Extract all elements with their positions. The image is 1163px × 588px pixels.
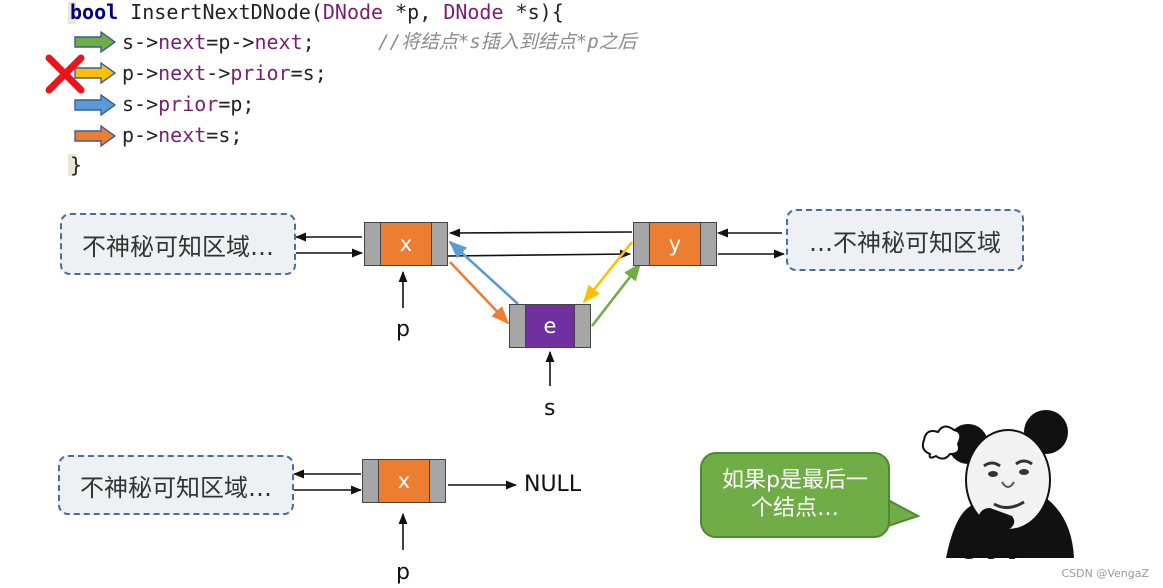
pointer-s-label: s [544, 396, 556, 421]
keyword-bool: bool [70, 0, 119, 24]
pointer-p-label-2: p [396, 560, 410, 585]
green-arrow-icon [74, 31, 116, 53]
unknown-region-left-2: 不神秘可知区域… [58, 455, 294, 515]
brace-highlight [68, 154, 76, 176]
arrow-y-prior-to-s [582, 241, 634, 304]
code-line-1: s->next=p->next; [122, 30, 315, 54]
pointer-p-label: p [396, 317, 410, 342]
node-e-next-field [574, 304, 591, 348]
speech-bubble-text: 如果p是最后一个结点… [722, 468, 868, 521]
code-line-3: s->prior=p; [122, 92, 255, 116]
blue-arrow-icon [74, 94, 116, 116]
node-x: x [364, 222, 448, 266]
speech-bubble: 如果p是最后一个结点… [700, 452, 890, 538]
arrow-y-prior-to-x [448, 228, 633, 238]
node-e-data: e [526, 304, 574, 348]
watermark: CSDN @VengaZ [1061, 567, 1149, 580]
arrow-p-next-to-s [449, 261, 510, 325]
node-x-last-prior-field [362, 459, 379, 503]
unknown-region-left: 不神秘可知区域… [60, 213, 296, 275]
brace-highlight [68, 2, 76, 24]
node-x-next-field [431, 222, 448, 266]
function-signature: bool InsertNextDNode(DNode *p, DNode *s)… [70, 0, 564, 24]
yellow-arrow-icon [74, 62, 116, 84]
node-x-last: x [362, 459, 446, 503]
node-y-next-field [700, 222, 717, 266]
thinking-panda-meme-icon [921, 410, 1074, 558]
node-e-prior-field [509, 304, 526, 348]
node-y-prior-field [633, 222, 650, 266]
unknown-region-right: …不神秘可知区域 [786, 209, 1024, 271]
code-block: bool InsertNextDNode(DNode *p, DNode *s)… [0, 0, 720, 185]
red-cross-icon [45, 54, 85, 94]
meme-caption: 思考考 [958, 538, 1021, 562]
code-line-2: p->next->prior=s; [122, 61, 327, 85]
orange-arrow-icon [74, 125, 116, 147]
arrow-s-prior-to-p [448, 240, 519, 305]
null-label: NULL [524, 472, 582, 497]
closing-brace: } [70, 153, 83, 177]
arrow-x-next-to-y [447, 249, 632, 259]
node-x-last-data: x [379, 459, 429, 503]
node-x-prior-field [364, 222, 381, 266]
arrow-s-next-to-y [590, 262, 642, 327]
code-comment: //将结点*s插入到结点*p之后 [378, 31, 637, 53]
node-x-data: x [381, 222, 431, 266]
node-y: y [633, 222, 717, 266]
node-y-data: y [650, 222, 700, 266]
node-e: e [509, 304, 591, 348]
node-x-last-next-field [429, 459, 446, 503]
bubble-tail [887, 498, 921, 528]
code-line-4: p->next=s; [122, 123, 243, 147]
